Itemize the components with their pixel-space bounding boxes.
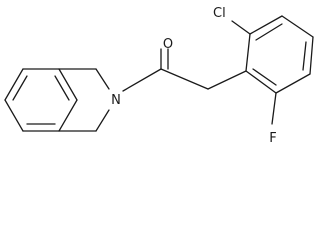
bond [122, 68, 162, 92]
bond [207, 70, 247, 90]
bond [249, 15, 283, 35]
c-f-bond [271, 92, 277, 125]
double-bond-inner [54, 75, 70, 101]
bond [245, 70, 277, 94]
double-bond-inner [302, 41, 307, 71]
bond [4, 99, 24, 132]
bond [95, 109, 110, 132]
bond [58, 68, 78, 101]
chlorine-label: Cl [213, 6, 226, 21]
piperidine-ring [58, 68, 110, 132]
fluorine-label: F [269, 131, 276, 146]
nitrogen-label: N [111, 93, 121, 108]
bond [160, 68, 209, 90]
structure-diagram: Cl O N F [4, 6, 314, 146]
double-bond-inner [12, 75, 28, 101]
double-bond-inner [255, 23, 283, 41]
bond [281, 15, 314, 38]
bond [309, 36, 314, 75]
bond [95, 68, 110, 90]
double-bond-inner [252, 68, 277, 86]
bond [275, 73, 311, 94]
bond [58, 99, 78, 132]
c-cl-bond [231, 20, 251, 35]
oxygen-label: O [163, 37, 173, 52]
bond [245, 33, 251, 72]
halophenyl-ring [231, 15, 314, 125]
benzo-ring [4, 68, 78, 132]
amide-linkage [122, 48, 247, 92]
bond [4, 68, 24, 101]
